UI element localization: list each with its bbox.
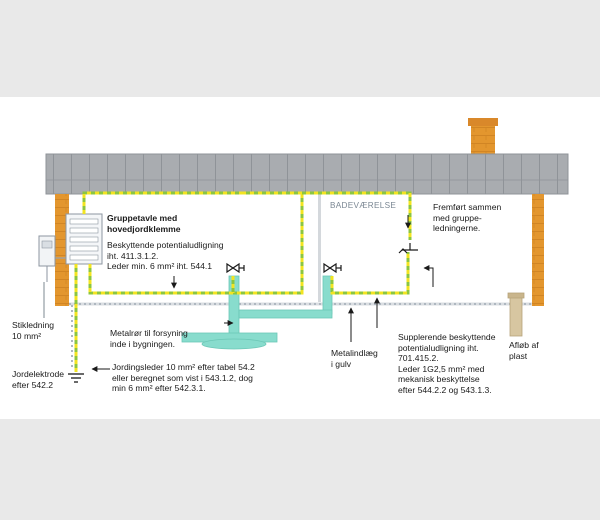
earth-electrode-label: Jordelektrode efter 542.2 (12, 369, 65, 390)
valve-icon (398, 243, 418, 254)
distribution-board-icon (65, 213, 103, 265)
valve-icon (226, 262, 245, 274)
chimney (468, 118, 498, 154)
supply-cable-label: Stikledning 10 mm² (12, 320, 55, 341)
plastic-drain-label: Afløb af plast (509, 340, 539, 361)
panel-title-label: Gruppetavle med hovedjordklemme (107, 213, 181, 234)
bathroom-wall (318, 194, 321, 302)
metal-pipe (181, 275, 333, 350)
valve-icon (323, 262, 342, 274)
supplementary-equipotential-label: Supplerende beskyttende potentialudligni… (398, 332, 496, 395)
roof (45, 153, 569, 195)
right-brick-wall (532, 194, 544, 306)
room-name-label: BADEVÆRELSE (330, 201, 397, 210)
earthing-conductor-label: Jordingsleder 10 mm² efter tabel 54.2 el… (112, 362, 255, 393)
earth-ground-icon (68, 373, 84, 383)
meter-box-icon (38, 235, 56, 282)
metal-pipe-label: Metalrør til forsyning inde i bygningen. (110, 328, 188, 349)
protective-equipotential-label: Beskyttende potentialudligning iht. 411.… (107, 240, 224, 271)
arrow-icon (91, 215, 434, 372)
drain-pipe-icon (507, 292, 525, 337)
protective-conductor (74, 191, 412, 372)
floor-metal-label: Metalindlæg i gulv (331, 348, 378, 369)
routed-together-label: Fremført sammen med gruppe- ledningerne. (433, 202, 502, 233)
